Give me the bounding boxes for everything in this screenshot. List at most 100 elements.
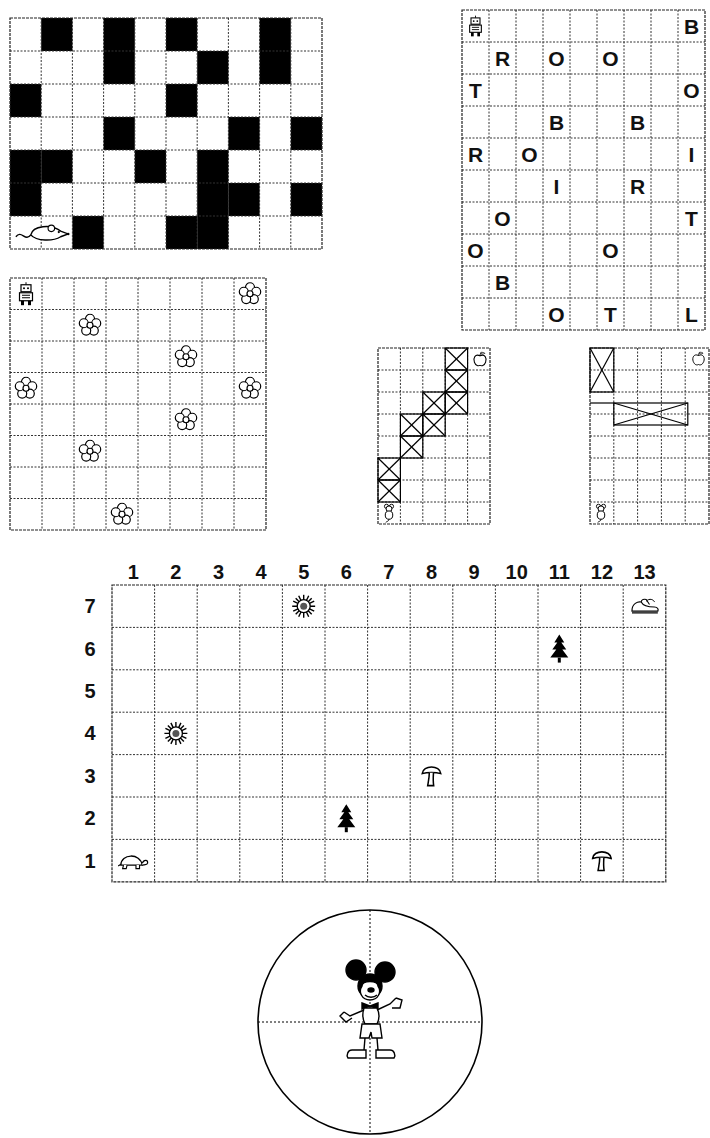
flower-icon <box>239 377 260 398</box>
blocked-cell <box>378 480 400 502</box>
grid-border <box>10 18 322 249</box>
flower-icon <box>175 409 196 430</box>
grid-line <box>72 18 73 249</box>
grid-line <box>538 585 539 882</box>
grid-border <box>378 348 490 524</box>
grid-line <box>367 585 368 882</box>
grid-letter: O <box>548 48 564 69</box>
row-number: 5 <box>84 681 95 701</box>
blocked-cross <box>590 348 614 392</box>
grid-line <box>378 370 490 371</box>
mouse-icon <box>384 504 393 522</box>
grid-line <box>112 627 666 628</box>
grid-line <box>134 18 135 249</box>
grid-border <box>10 278 266 530</box>
blocked-cell <box>614 403 688 425</box>
flower-icon <box>15 377 36 398</box>
grid-letter: O <box>602 48 618 69</box>
grid-line <box>112 712 666 713</box>
blocked-cell <box>445 392 467 414</box>
grid-letter: B <box>630 112 645 133</box>
black-cell <box>228 183 259 216</box>
sun-icon <box>164 722 187 745</box>
column-number: 8 <box>426 562 437 582</box>
grid-line <box>228 18 229 249</box>
blocked-cell <box>400 414 422 436</box>
blocked-cross <box>400 414 422 436</box>
blocked-cell <box>423 414 445 436</box>
grid-line <box>41 18 42 249</box>
column-number: 7 <box>383 562 394 582</box>
grid-letter: O <box>467 240 483 261</box>
grid-line <box>462 202 705 203</box>
grid-line <box>282 585 283 882</box>
grid-letter: O <box>683 80 699 101</box>
grid-line <box>410 585 411 882</box>
grid-letter: B <box>684 16 699 37</box>
black-cell <box>260 18 291 51</box>
black-cell <box>104 51 135 84</box>
grid-line <box>10 84 322 85</box>
grid-line <box>10 372 266 373</box>
grid-letter: O <box>602 240 618 261</box>
tree-icon <box>550 635 568 663</box>
wheel-circle <box>258 910 482 1134</box>
grid-line <box>590 436 709 437</box>
mouse-icon <box>596 504 605 522</box>
grid-line <box>325 585 326 882</box>
grid-letter: I <box>689 144 695 165</box>
shoe-icon <box>632 599 658 613</box>
blocked-cross <box>378 480 400 502</box>
black-cell <box>260 51 291 84</box>
grid-line <box>462 234 705 235</box>
grid-line <box>197 585 198 882</box>
grid-line <box>590 458 709 459</box>
grid-letter: T <box>685 208 698 229</box>
grid-line <box>462 42 705 43</box>
black-cell <box>104 117 135 150</box>
grid-line <box>10 51 322 52</box>
row-number: 2 <box>84 808 95 828</box>
grid-line <box>202 278 203 530</box>
grid-line <box>495 585 496 882</box>
row-number: 1 <box>84 851 95 871</box>
blocked-cross <box>445 370 467 392</box>
grid-line <box>10 309 266 310</box>
blocked-cross <box>423 392 445 414</box>
black-cell <box>104 18 135 51</box>
grid-line <box>462 106 705 107</box>
column-number: 2 <box>170 562 181 582</box>
grid-letter: L <box>685 304 698 325</box>
grid-line <box>590 480 709 481</box>
blocked-cross <box>400 414 422 436</box>
column-number: 11 <box>549 562 570 582</box>
blocked-cell <box>590 348 614 392</box>
grid-border <box>112 585 666 882</box>
grid-line <box>462 170 705 171</box>
blocked-cross <box>378 458 400 480</box>
black-cell <box>10 84 41 117</box>
grid-letter: O <box>494 208 510 229</box>
grid-line <box>678 10 679 330</box>
blocked-cross <box>445 348 467 370</box>
grid-line <box>197 18 198 249</box>
black-cell <box>166 216 197 249</box>
grid-line <box>10 498 266 499</box>
grid-line <box>462 138 705 139</box>
grid-line <box>462 74 705 75</box>
blocked-cell <box>445 348 467 370</box>
turtle-icon <box>118 856 147 869</box>
grid-letter: I <box>554 176 560 197</box>
grid-line <box>112 839 666 840</box>
black-cell <box>10 183 41 216</box>
grid-line <box>590 502 709 503</box>
grid-line <box>112 754 666 755</box>
grid-letter: R <box>495 48 510 69</box>
flower-icon <box>239 283 260 304</box>
mushroom-icon <box>422 767 441 786</box>
black-cell <box>41 150 72 183</box>
wheel-figure <box>258 910 482 1134</box>
wall-line <box>590 402 614 403</box>
black-cell <box>291 183 322 216</box>
grid-line <box>10 341 266 342</box>
